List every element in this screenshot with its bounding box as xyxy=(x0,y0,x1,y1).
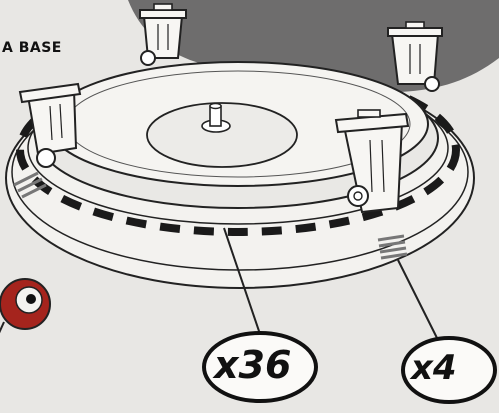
trash-bin-icon xyxy=(140,4,186,65)
bin-count-label: x4 xyxy=(411,348,457,388)
center-peg-top xyxy=(210,104,221,109)
leader-line-bins xyxy=(398,260,440,344)
base-callout-text: A BASE xyxy=(2,40,62,56)
segment-count-label: x36 xyxy=(214,343,291,387)
turntable xyxy=(147,103,297,167)
eye-icon xyxy=(0,279,50,344)
